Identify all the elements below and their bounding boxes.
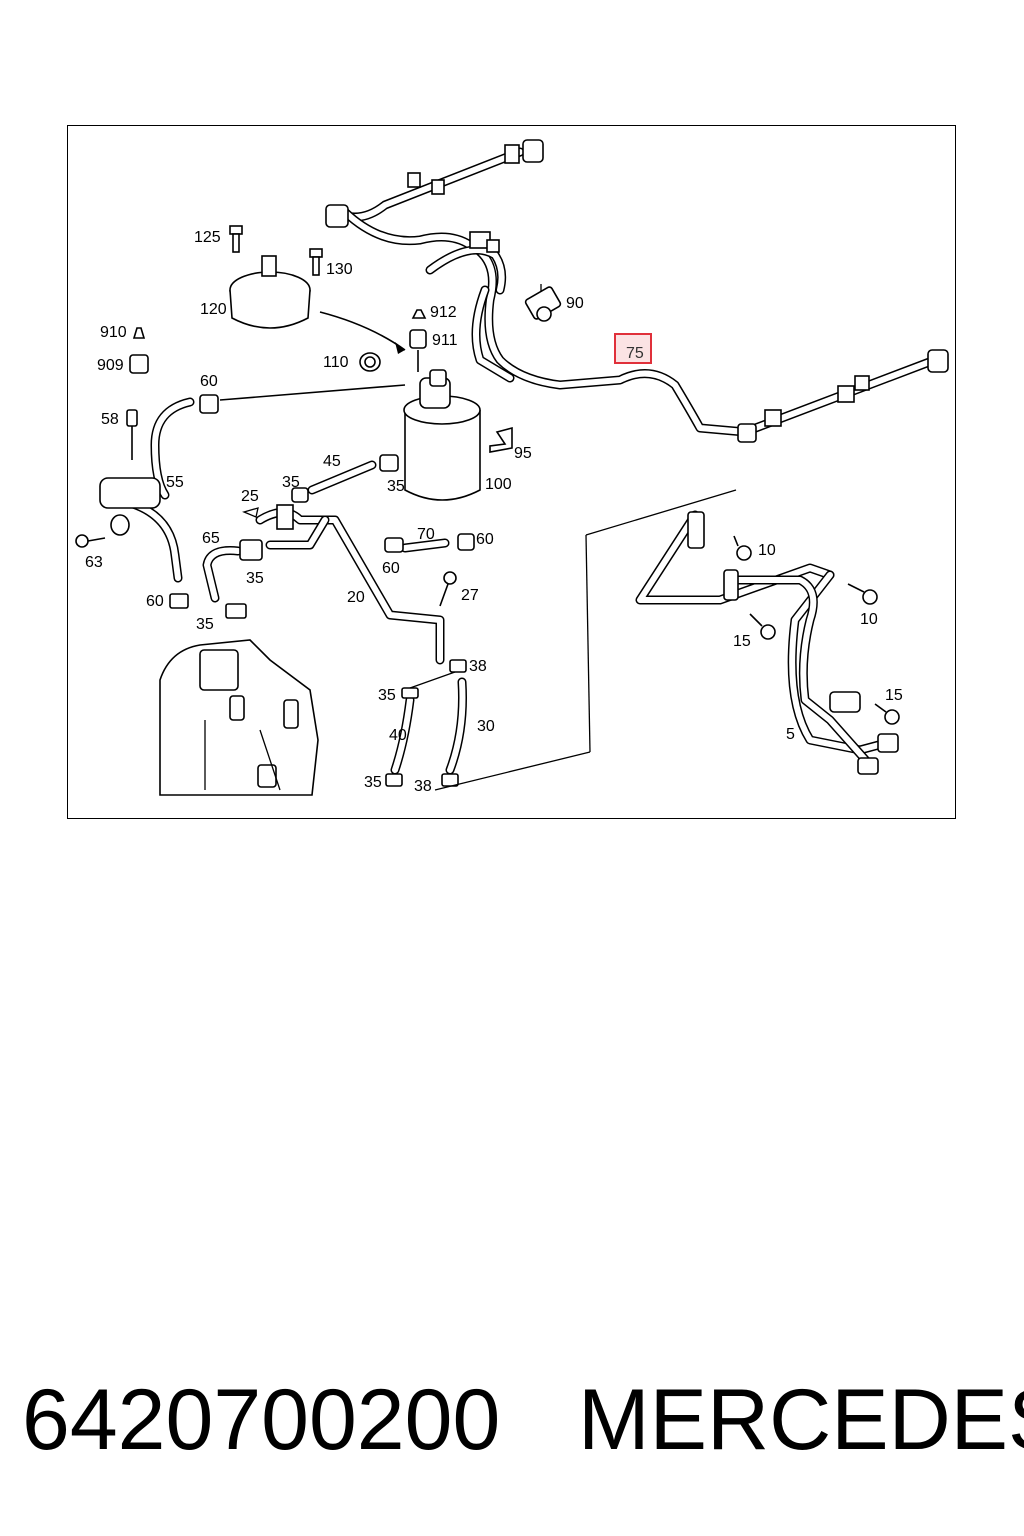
high-pressure-pump [159,639,319,796]
callout-909: 909 [97,357,124,374]
callout-911: 911 [432,332,458,349]
hose-55 [99,394,219,609]
bracket-95 [489,426,513,453]
bolt-125 [229,225,243,253]
callout-60d: 60 [146,593,164,610]
fuel-line-20 [239,504,445,665]
callout-912: 912 [430,304,457,321]
callout-60c: 60 [382,560,400,577]
callout-90: 90 [566,295,584,312]
callout-95: 95 [514,445,532,462]
bolt-130 [309,248,323,276]
callout-45: 45 [323,453,341,470]
callout-58: 58 [101,411,119,428]
hoses-40-30 [385,659,591,791]
callout-35a: 35 [282,474,300,491]
detail-leader [585,489,737,753]
callout-40: 40 [389,727,407,744]
callout-35f: 35 [364,774,382,791]
callout-10b: 10 [860,611,878,628]
callout-63: 63 [85,554,103,571]
callout-38a: 38 [469,658,487,675]
callout-65: 65 [202,530,220,547]
callout-100: 100 [485,476,512,493]
bolt-27 [439,571,457,607]
callout-15b: 15 [885,687,903,704]
highlight-box-75 [614,333,652,364]
brand-name: MERCEDES [578,1372,1024,1468]
callout-27: 27 [461,587,479,604]
callout-910: 910 [100,324,127,341]
hose-65 [202,546,247,619]
callout-35b: 35 [387,478,405,495]
callout-55: 55 [166,474,184,491]
bolts-10-15 [733,535,900,725]
sensor-910-909-58 [126,327,149,460]
callout-110: 110 [323,354,349,371]
callout-30: 30 [477,718,495,735]
fuel-line-75 [325,139,949,443]
callout-35d: 35 [196,616,214,633]
callout-120: 120 [200,301,227,318]
part-number: 6420700200 [22,1372,501,1468]
callout-130: 130 [326,261,353,278]
callout-10a: 10 [758,542,776,559]
return-line-5 [635,510,899,775]
hose-45 [291,454,399,503]
bolt-63 [75,534,106,548]
callout-15a: 15 [733,633,751,650]
valve-90 [524,284,562,322]
callout-125: 125 [194,229,221,246]
callout-35c: 35 [246,570,264,587]
callout-60a: 60 [200,373,218,390]
callout-25: 25 [241,488,259,505]
hose-70 [384,533,475,553]
callout-38b: 38 [414,778,432,795]
callout-70: 70 [417,526,435,543]
callout-75: 75 [626,345,644,362]
callout-60b: 60 [476,531,494,548]
sensor-912-911 [409,309,427,372]
bracket-120 [229,255,406,354]
seal-110 [359,352,381,372]
fuel-filter-100 [219,369,481,501]
footer: 6420700200 MERCEDES [0,1370,1024,1470]
callout-5: 5 [786,726,795,743]
callout-35e: 35 [378,687,396,704]
callout-20: 20 [347,589,365,606]
